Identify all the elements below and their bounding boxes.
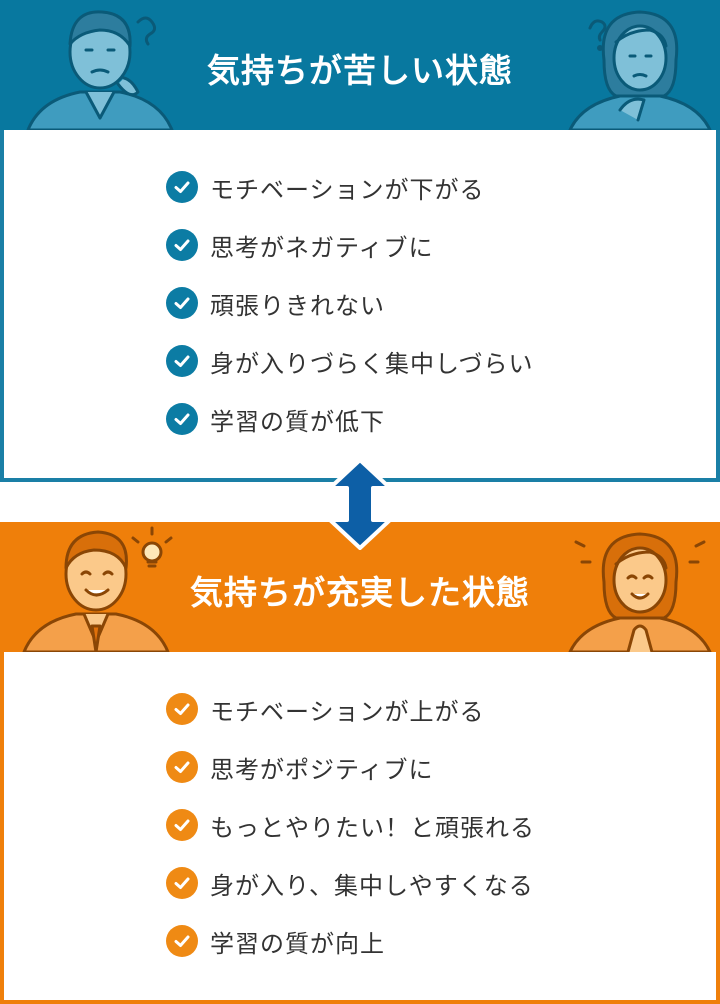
check-circle-icon — [166, 751, 198, 783]
list-item: 思考がネガティブに — [166, 216, 534, 274]
positive-title: 気持ちが充実した状態 — [190, 573, 530, 612]
positive-list-box: モチベーションが上がる 思考がポジティブに もっとやりたい！と頑張れる 身が入り… — [0, 652, 720, 1004]
list-item-text: 学習の質が低下 — [210, 407, 385, 436]
list-item: 頑張りきれない — [166, 274, 534, 332]
check-circle-icon — [166, 809, 198, 841]
list-item: 思考がポジティブに — [166, 738, 535, 796]
negative-title: 気持ちが苦しい状態 — [207, 51, 513, 90]
list-item: 身が入り、集中しやすくなる — [166, 854, 535, 912]
list-item: 学習の質が向上 — [166, 912, 535, 970]
smiling-woman-illustration — [568, 532, 712, 652]
list-item: 身が入りづらく集中しづらい — [166, 332, 534, 390]
check-circle-icon — [166, 925, 198, 957]
list-item-text: もっとやりたい！と頑張れる — [210, 813, 535, 842]
check-circle-icon — [166, 867, 198, 899]
list-item-text: 思考がポジティブに — [210, 755, 434, 784]
list-item-text: 身が入りづらく集中しづらい — [210, 349, 534, 378]
list-item: モチベーションが上がる — [166, 680, 535, 738]
worried-man-illustration — [26, 10, 174, 130]
positive-list: モチベーションが上がる 思考がポジティブに もっとやりたい！と頑張れる 身が入り… — [166, 680, 535, 970]
puzzled-woman-illustration — [568, 10, 712, 130]
list-item-text: モチベーションが下がる — [210, 175, 485, 204]
list-item-text: 思考がネガティブに — [210, 233, 434, 262]
check-circle-icon — [166, 345, 198, 377]
list-item-text: 身が入り、集中しやすくなる — [210, 871, 534, 900]
list-item: 学習の質が低下 — [166, 390, 534, 448]
negative-state-panel: 気持ちが苦しい状態 モチベーションが下がる 思考がネガティブに 頑張りきれない — [0, 0, 720, 482]
list-item-text: 頑張りきれない — [210, 291, 385, 320]
check-circle-icon — [166, 287, 198, 319]
check-circle-icon — [166, 693, 198, 725]
check-circle-icon — [166, 403, 198, 435]
list-item-text: モチベーションが上がる — [210, 697, 485, 726]
check-circle-icon — [166, 171, 198, 203]
double-arrow-vertical-icon — [328, 458, 392, 550]
positive-state-panel: 気持ちが充実した状態 モチベーションが上がる 思考がポジティブに もっとやりたい… — [0, 522, 720, 1004]
list-item-text: 学習の質が向上 — [210, 929, 385, 958]
list-item: もっとやりたい！と頑張れる — [166, 796, 535, 854]
negative-header: 気持ちが苦しい状態 — [0, 0, 720, 130]
list-item: モチベーションが下がる — [166, 158, 534, 216]
smiling-man-illustration — [22, 526, 173, 652]
negative-list-box: モチベーションが下がる 思考がネガティブに 頑張りきれない 身が入りづらく集中し… — [0, 130, 720, 482]
negative-list: モチベーションが下がる 思考がネガティブに 頑張りきれない 身が入りづらく集中し… — [166, 158, 534, 448]
check-circle-icon — [166, 229, 198, 261]
